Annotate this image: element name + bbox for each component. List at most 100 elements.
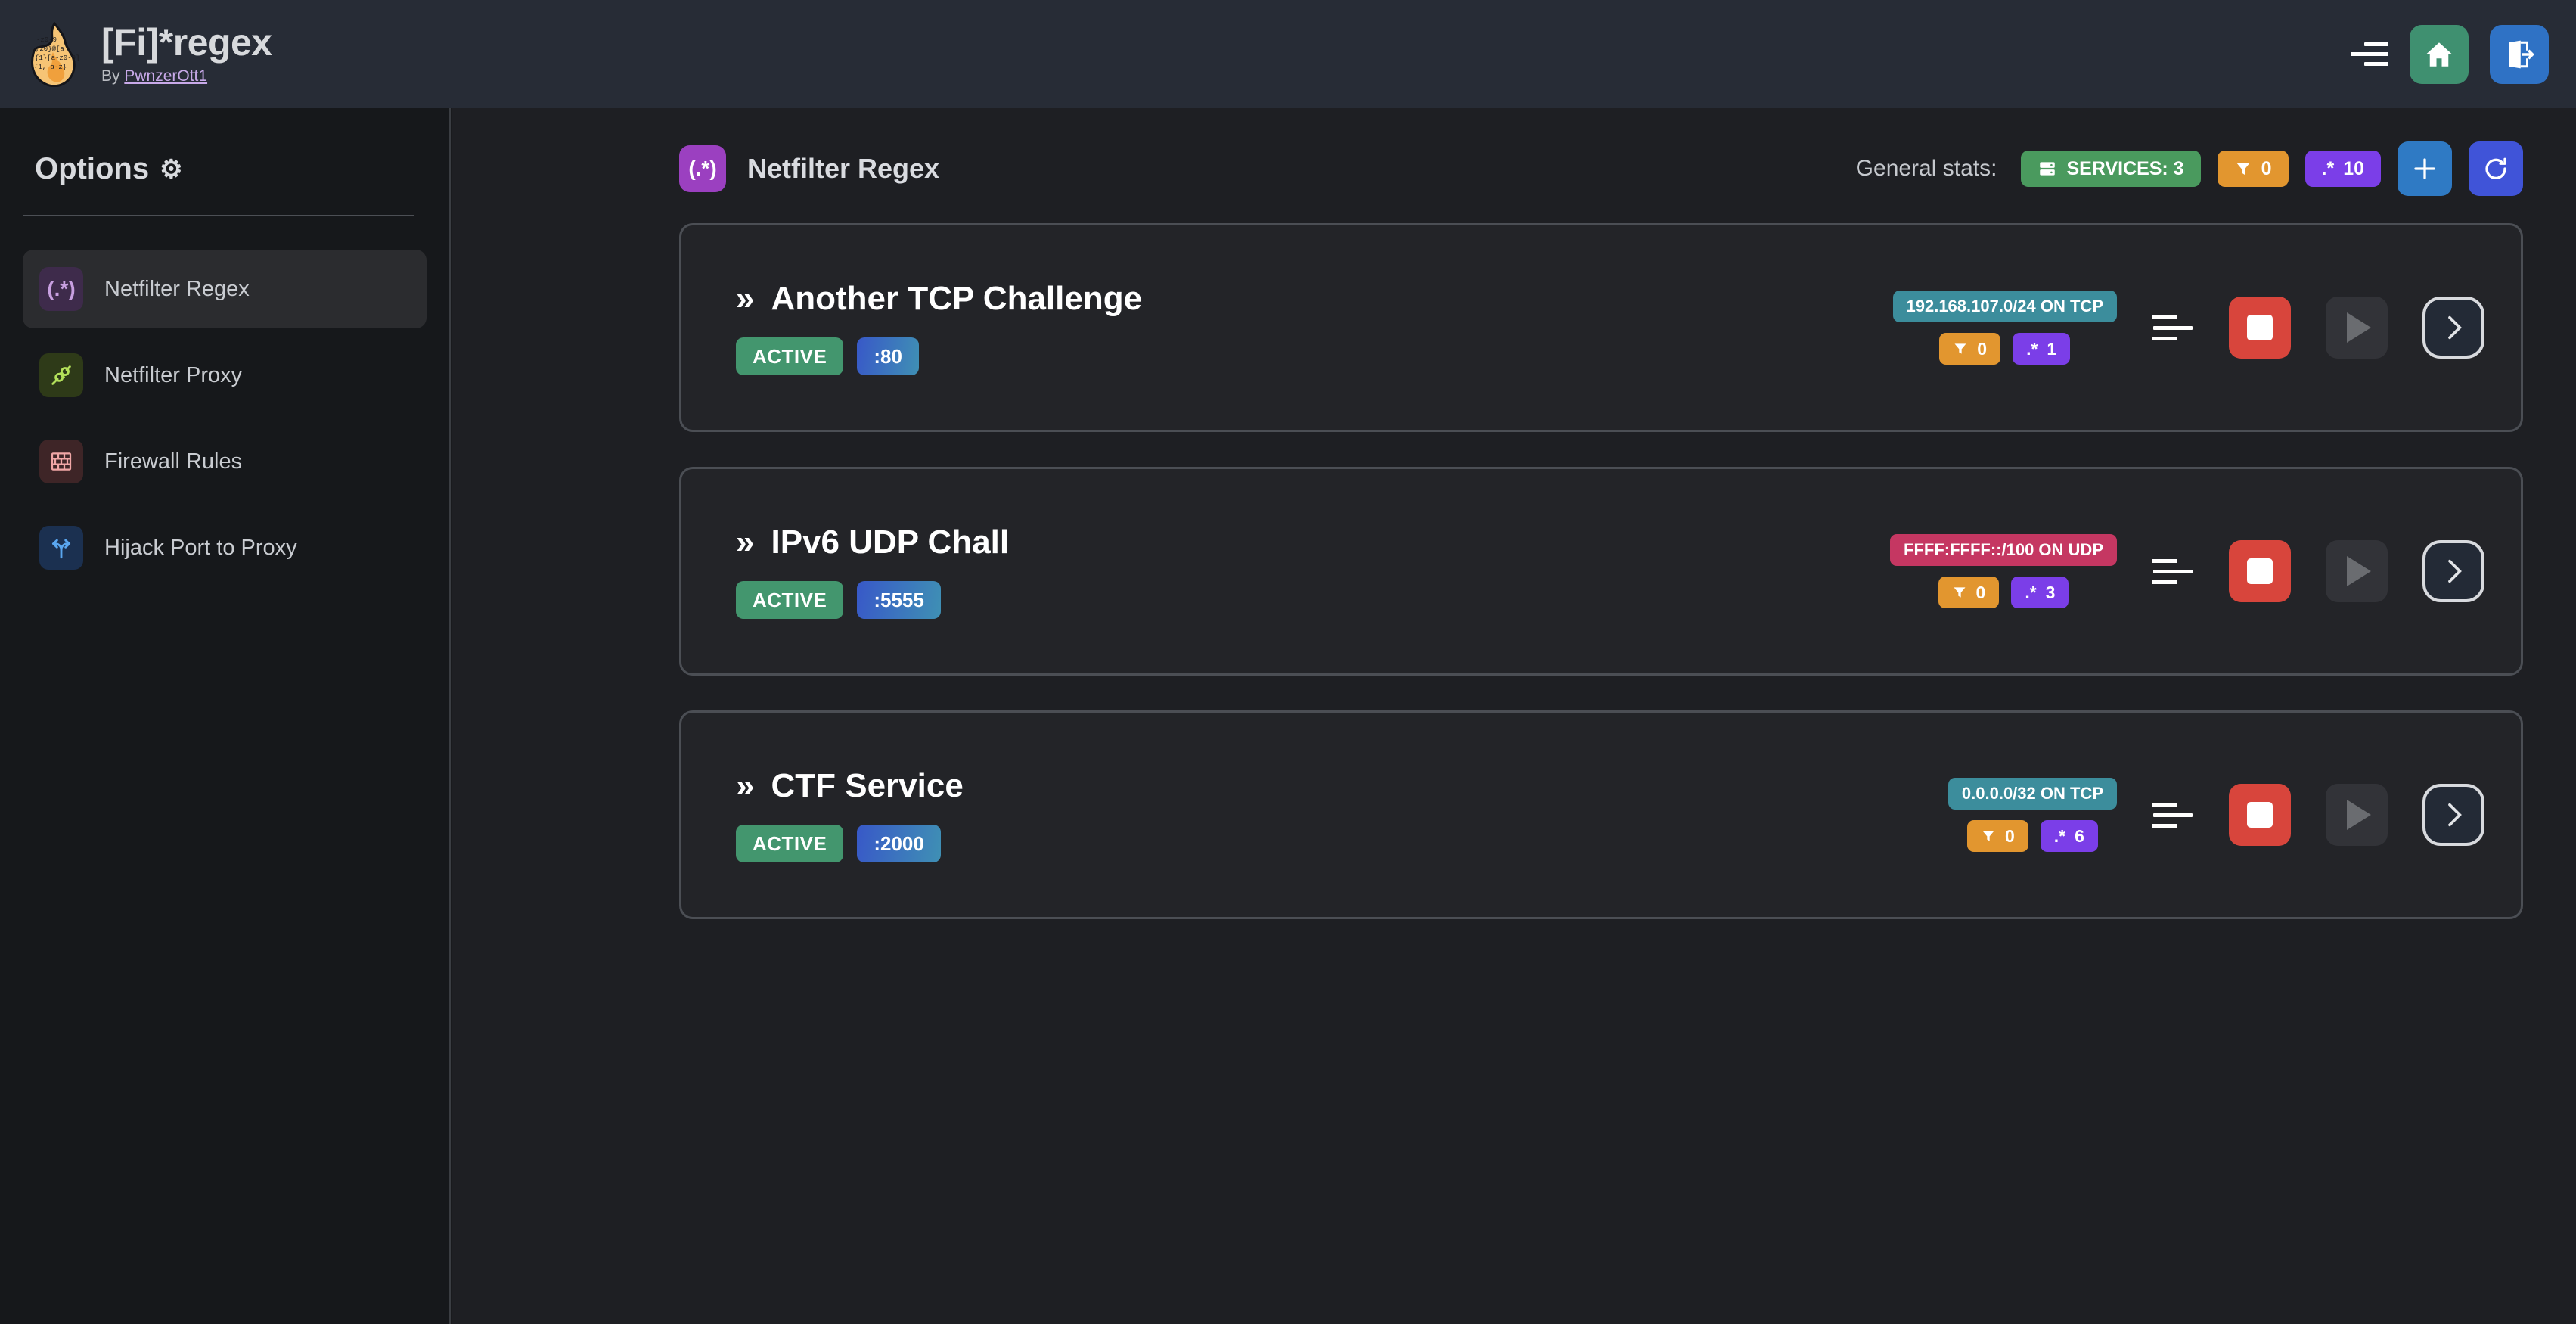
open-service-button[interactable] xyxy=(2422,540,2484,602)
stop-button[interactable] xyxy=(2229,784,2291,846)
chevron-right-icon xyxy=(2448,315,2462,340)
service-title: » IPv6 UDP Chall xyxy=(736,524,1009,561)
status-badge-regexes: .* 1 xyxy=(2013,333,2071,365)
service-network-info: 0.0.0.0/32 ON TCP 0 .* 6 xyxy=(1948,778,2117,852)
service-badges: ACTIVE :5555 xyxy=(736,581,1009,619)
sidebar-item-netfilter-regex[interactable]: (.*) Netfilter Regex xyxy=(23,250,427,328)
service-info: » Another TCP Challenge ACTIVE :80 xyxy=(736,280,1142,375)
service-info: » CTF Service ACTIVE :2000 xyxy=(736,767,964,862)
play-button[interactable] xyxy=(2326,297,2388,359)
status-badge-regexes: .* 10 xyxy=(2304,151,2381,187)
status-badge-regexes: .* 3 xyxy=(2011,577,2069,608)
top-bar-actions xyxy=(2346,24,2549,84)
menu-line-3 xyxy=(2364,62,2388,66)
filter-icon xyxy=(1982,831,1994,841)
brick-wall-icon xyxy=(39,440,83,483)
port-badge: :80 xyxy=(857,337,919,375)
refresh-button[interactable] xyxy=(2469,141,2523,196)
open-service-button[interactable] xyxy=(2422,297,2484,359)
sidebar-item-label: Firewall Rules xyxy=(104,449,243,474)
regex-count-label: 3 xyxy=(2045,582,2056,602)
filter-count-label: 0 xyxy=(2004,825,2015,846)
filter-count-label: 0 xyxy=(1977,338,1988,359)
stop-button[interactable] xyxy=(2229,540,2291,602)
regex-count-label: 1 xyxy=(2047,338,2057,359)
sidebar-item-netfilter-proxy[interactable]: Netfilter Proxy xyxy=(23,336,427,415)
filter-count-label: 0 xyxy=(1975,582,1986,602)
svg-text:{1}[a-z0-9]: {1}[a-z0-9] xyxy=(35,54,79,62)
regex-glyph: .* xyxy=(2053,825,2066,846)
service-list: » Another TCP Challenge ACTIVE :80 192.1… xyxy=(452,196,2576,919)
double-chevron-icon: » xyxy=(736,524,755,561)
flame-regex-logo: -z0-9 ,20}@[a {1}[a-z0-9] {1, a-z} xyxy=(31,21,79,87)
list-line-1 xyxy=(2152,315,2177,319)
stop-icon xyxy=(2247,558,2273,584)
service-card[interactable]: » Another TCP Challenge ACTIVE :80 192.1… xyxy=(679,223,2523,432)
list-line-1 xyxy=(2152,558,2177,563)
svg-text:,20}@[a: ,20}@[a xyxy=(36,45,64,53)
play-button[interactable] xyxy=(2326,784,2388,846)
regex-icon: (.*) xyxy=(679,145,726,192)
services-count-label: SERVICES: 3 xyxy=(2066,157,2184,179)
status-badge-regexes: .* 6 xyxy=(2040,820,2098,852)
sidebar-title: Options ⚙ xyxy=(35,152,449,186)
svg-text:{1, a-z}: {1, a-z} xyxy=(34,64,67,71)
service-counters: 0 .* 1 xyxy=(1939,333,2071,365)
list-icon[interactable] xyxy=(2152,800,2194,830)
play-icon xyxy=(2347,800,2371,830)
service-card[interactable]: » CTF Service ACTIVE :2000 0.0.0.0/32 ON… xyxy=(679,710,2523,919)
service-actions: 192.168.107.0/24 ON TCP 0 .* 1 xyxy=(1892,291,2484,365)
list-line-3 xyxy=(2152,336,2177,340)
port-badge: :2000 xyxy=(857,825,941,862)
service-title: » CTF Service xyxy=(736,767,964,805)
stop-icon xyxy=(2247,802,2273,828)
list-icon[interactable] xyxy=(2152,312,2194,343)
regex-count-label: 6 xyxy=(2075,825,2084,846)
add-service-button[interactable] xyxy=(2398,141,2452,196)
list-line-3 xyxy=(2152,580,2177,584)
app-title: [Fi]*regex xyxy=(101,21,272,64)
regex-icon: (.*) xyxy=(39,267,83,311)
service-network-info: FFFF:FFFF::/100 ON UDP 0 .* 3 xyxy=(1890,534,2117,608)
author-link[interactable]: PwnzerOtt1 xyxy=(124,67,208,85)
svg-text:-z0-9: -z0-9 xyxy=(36,36,57,44)
refresh-icon xyxy=(2485,157,2506,180)
logout-icon xyxy=(2509,40,2534,68)
stop-button[interactable] xyxy=(2229,297,2291,359)
network-badge: 0.0.0.0/32 ON TCP xyxy=(1948,778,2117,810)
service-name: Another TCP Challenge xyxy=(771,280,1143,317)
stop-icon xyxy=(2247,315,2273,340)
list-line-1 xyxy=(2152,802,2177,807)
sidebar-item-hijack-port-to-proxy[interactable]: Hijack Port to Proxy xyxy=(23,508,427,587)
sidebar: Options ⚙ (.*) Netfilter Regex Netfilter… xyxy=(0,108,451,1324)
status-badge-services: SERVICES: 3 xyxy=(2021,151,2201,187)
home-button[interactable] xyxy=(2410,24,2469,84)
main-content: (.*) Netfilter Regex General stats: SERV… xyxy=(452,108,2576,1324)
service-badges: ACTIVE :2000 xyxy=(736,825,964,862)
open-service-button[interactable] xyxy=(2422,784,2484,846)
play-button[interactable] xyxy=(2326,540,2388,602)
route-fork-icon xyxy=(39,526,83,570)
service-counters: 0 .* 3 xyxy=(1938,577,2069,608)
double-chevron-icon: » xyxy=(736,280,755,317)
filter-icon xyxy=(1954,343,1966,354)
regex-glyph: .* xyxy=(2026,338,2038,359)
page-title: Netfilter Regex xyxy=(747,153,940,184)
chevron-right-icon xyxy=(2448,803,2462,827)
hamburger-menu-icon[interactable] xyxy=(2346,39,2388,70)
service-name: IPv6 UDP Chall xyxy=(771,524,1010,561)
regex-count-label: 10 xyxy=(2343,157,2364,179)
logout-button[interactable] xyxy=(2490,24,2549,84)
sidebar-item-firewall-rules[interactable]: Firewall Rules xyxy=(23,422,427,501)
sidebar-nav: (.*) Netfilter Regex Netfilter Proxy xyxy=(0,250,449,587)
plug-icon xyxy=(39,353,83,397)
status-badge-filters: 0 xyxy=(1938,577,2000,608)
status-badge: ACTIVE xyxy=(736,825,844,862)
service-network-info: 192.168.107.0/24 ON TCP 0 .* 1 xyxy=(1892,291,2117,365)
sidebar-divider xyxy=(23,215,414,216)
top-bar: -z0-9 ,20}@[a {1}[a-z0-9] {1, a-z} [Fi]*… xyxy=(0,0,2576,108)
service-info: » IPv6 UDP Chall ACTIVE :5555 xyxy=(736,524,1009,619)
list-icon[interactable] xyxy=(2152,556,2194,586)
sidebar-item-label: Netfilter Proxy xyxy=(104,362,243,387)
service-card[interactable]: » IPv6 UDP Chall ACTIVE :5555 FFFF:FFFF:… xyxy=(679,467,2523,676)
